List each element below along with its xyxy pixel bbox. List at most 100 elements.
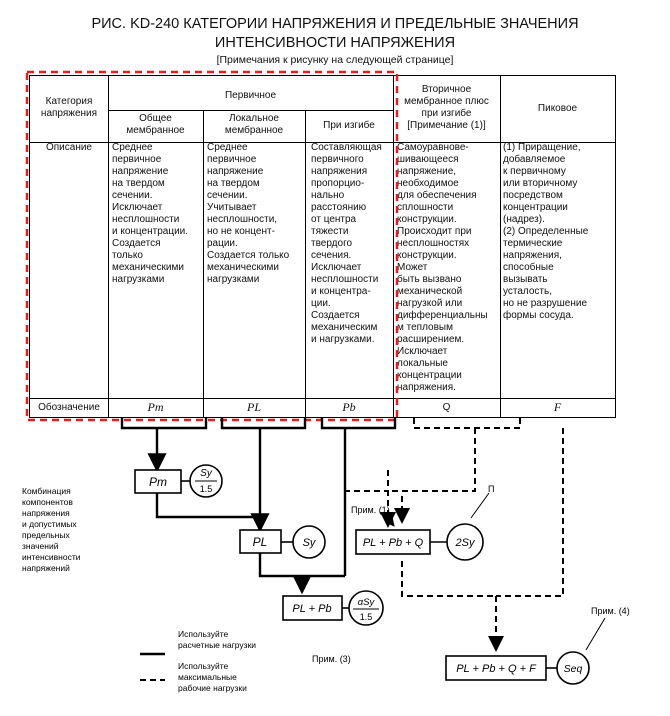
- desc-line: термические: [503, 238, 563, 249]
- box-pl-pb-q-f: [445, 655, 547, 681]
- desc-line: на твердом: [112, 178, 165, 189]
- desc-line: дифференциальны: [397, 310, 488, 321]
- desc-line: несплошности,: [207, 214, 278, 225]
- circle-sy-denominator: 1.5: [200, 484, 213, 494]
- circle-sy: [292, 525, 326, 559]
- desc-line: Самоуравнове-: [397, 142, 469, 153]
- circle-seq: [556, 651, 590, 685]
- desc-line: но не разрушение: [503, 298, 588, 309]
- desc-line: к первичному: [503, 166, 566, 177]
- desc-line: концентрации: [503, 202, 568, 213]
- desc-line: несплошности: [112, 214, 180, 225]
- desc-line: (надрез).: [503, 214, 545, 225]
- desc-line: Среднее: [207, 142, 248, 153]
- desc-line: механическим: [311, 322, 378, 333]
- desc-line: нагрузкой или: [397, 298, 463, 309]
- desc-line: необходимое: [397, 178, 459, 189]
- desc-line: первичное: [112, 154, 162, 165]
- legend-dashed-line2: максимальные: [178, 672, 237, 682]
- desc-line: пропорцио-: [311, 178, 365, 189]
- box-pl-label: PL: [253, 535, 268, 549]
- desc-line: способные: [503, 262, 554, 273]
- desc-line: первичного: [311, 154, 364, 165]
- legend-dashed-line1: Используйте: [178, 661, 228, 671]
- circle-alpha-sy-over-1-5: [348, 590, 384, 626]
- desc-line: на твердом: [207, 178, 260, 189]
- row-label-symbol: Обозначение: [38, 402, 100, 413]
- desc-line: сечении.: [112, 190, 153, 201]
- desc-line: напряжения,: [503, 250, 562, 261]
- desc-line: только: [112, 250, 143, 261]
- desc-line: концентрации: [397, 370, 462, 381]
- figure-title-line2: ИНТЕНСИВНОСТИ НАПРЯЖЕНИЯ: [214, 35, 456, 51]
- desc-line: сечения.: [311, 250, 352, 261]
- desc-line: механическими: [112, 262, 184, 273]
- desc-line: и концентра-: [311, 286, 371, 297]
- circle-seq-label: Seq: [564, 663, 583, 675]
- desc-line: Создается только: [207, 250, 290, 261]
- note-3-label: Прим. (3): [312, 654, 351, 664]
- box-pl-pb-q-f-label: PL + Pb + Q + F: [456, 663, 537, 675]
- desc-line: конструкции.: [397, 214, 457, 225]
- legend-solid-line2: расчетные нагрузки: [178, 640, 256, 650]
- legend: Используйте расчетные нагрузки Используй…: [178, 629, 256, 693]
- desc-line: Исключает: [311, 262, 362, 273]
- box-pl-pb: [282, 595, 343, 621]
- desc-line: Среднее: [112, 142, 153, 153]
- box-pl-pb-label: PL + Pb: [292, 603, 331, 615]
- symbol-pl: PL: [246, 400, 261, 414]
- desc-line: механическими: [207, 262, 279, 273]
- svg-text:компонентов: компонентов: [22, 497, 73, 507]
- desc-line: усталость,: [503, 286, 552, 297]
- desc-line: посредством: [503, 190, 563, 201]
- note-4-label: Прим. (4): [591, 606, 630, 616]
- desc-line: м тепловым: [397, 322, 453, 333]
- box-pl-pb-q: [355, 529, 431, 555]
- desc-line: формы сосуда.: [503, 310, 574, 321]
- desc-line: напряжение,: [397, 166, 457, 177]
- desc-line: нагрузками: [112, 274, 165, 285]
- circle-alpha-sy-denominator: 1.5: [360, 612, 373, 622]
- header-peak: Пиковое: [537, 103, 578, 114]
- desc-line: напряжение: [207, 166, 264, 177]
- desc-line: Учитывает: [207, 202, 257, 213]
- highlight-frame: [25, 70, 399, 422]
- header-bending: При изгибе: [323, 120, 375, 131]
- desc-line: расширением.: [397, 334, 465, 345]
- desc-line: Составляющая: [311, 142, 382, 153]
- desc-line: расстоянию: [311, 202, 367, 213]
- circle-alpha-sy-numerator: αSy: [358, 597, 376, 608]
- desc-line: напряжения.: [397, 382, 456, 393]
- box-pl: [239, 529, 282, 554]
- desc-line: сплошности: [397, 202, 454, 213]
- desc-line: локальные: [397, 358, 448, 369]
- figure-title-line1: РИС. KD-240 КАТЕГОРИИ НАПРЯЖЕНИЯ И ПРЕДЕ…: [91, 16, 579, 32]
- svg-text:предельных: предельных: [22, 530, 70, 540]
- desc-line: (2) Определенные: [503, 226, 589, 237]
- note-1-label: Прим. (1): [351, 505, 390, 515]
- desc-line: нально: [311, 190, 345, 201]
- desc-line: механической: [397, 286, 463, 297]
- desc-line: несплошности: [311, 274, 379, 285]
- side-label: Комбинация компонентов напряжения и допу…: [22, 486, 81, 573]
- desc-line: твердого: [311, 238, 353, 249]
- symbol-q: Q: [442, 402, 451, 413]
- desc-line: для обеспечения: [397, 190, 477, 201]
- figure-note: [Примечания к рисунку на следующей стран…: [216, 54, 454, 66]
- circle-sy-numerator: Sy: [200, 468, 213, 479]
- circle-2sy-label: 2Sy: [455, 537, 476, 549]
- desc-line: но не концент-: [207, 226, 275, 237]
- desc-line: Исключает: [112, 202, 163, 213]
- symbol-f: F: [553, 400, 562, 414]
- box-pm-label: Pm: [149, 475, 167, 489]
- desc-line: конструкции.: [397, 250, 457, 261]
